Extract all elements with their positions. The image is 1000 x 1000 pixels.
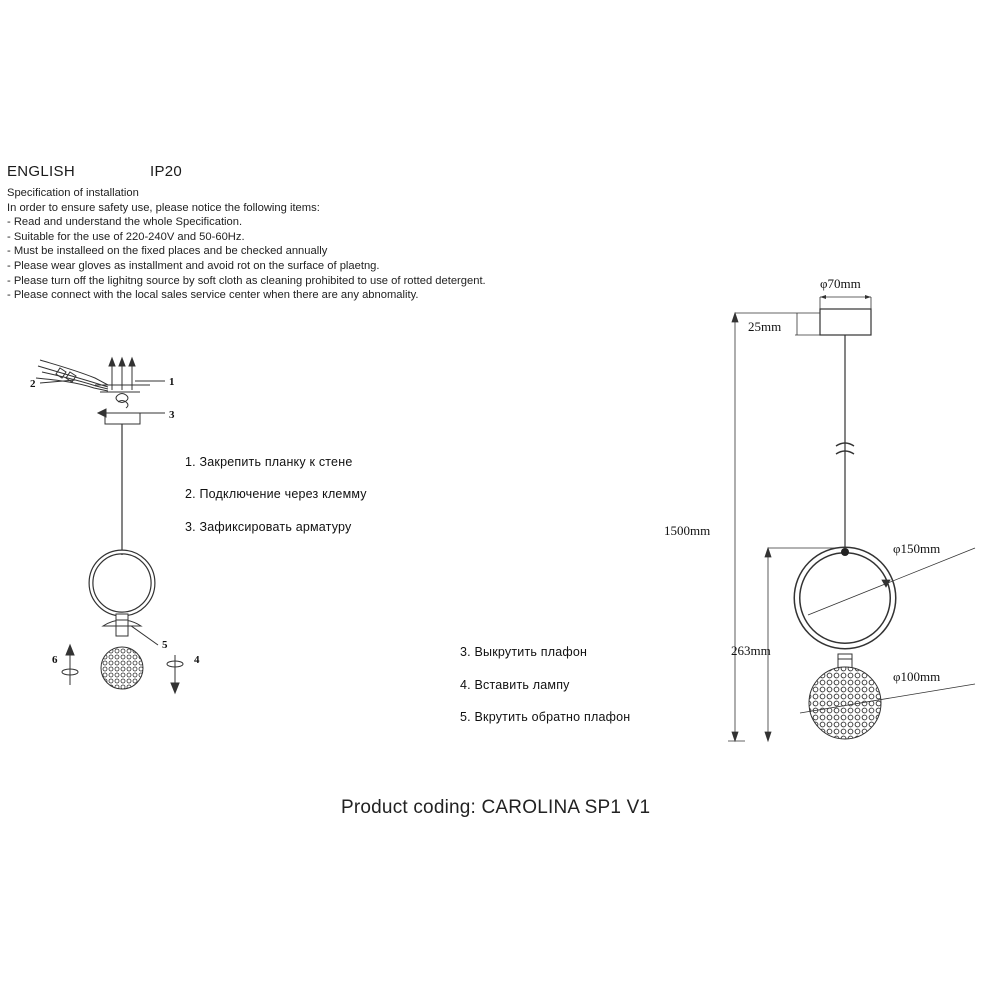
callout-5: 5 — [162, 639, 168, 651]
glass-shade — [100, 646, 144, 690]
lamp-step-5: 5. Вкрутить обратно плафон — [460, 710, 631, 724]
callout-4: 4 — [194, 654, 200, 666]
callout-3: 3 — [169, 409, 175, 421]
lamp-step-4: 4. Вставить лампу — [460, 678, 570, 692]
canopy-height-dimension — [734, 312, 820, 741]
ring-diameter-label: φ150mm — [893, 541, 940, 556]
callout-2: 2 — [30, 378, 36, 390]
canopy-height-label: 25mm — [748, 319, 781, 334]
installation-diagram: 2 1 3 5 6 4 — [30, 356, 200, 695]
product-coding: Product coding: CAROLINA SP1 V1 — [341, 797, 651, 818]
shade-diameter-label: φ100mm — [893, 669, 940, 684]
canopy — [819, 295, 872, 336]
spec-line: - Read and understand the whole Specific… — [7, 216, 243, 229]
body-height-dimension — [764, 546, 845, 743]
spec-line: - Suitable for the use of 220-240V and 5… — [7, 230, 245, 243]
language-label: ENGLISH — [7, 163, 75, 180]
lamp-holder — [101, 613, 143, 637]
lamp-holder — [837, 653, 853, 669]
wires — [35, 359, 109, 392]
total-length-label: 1500mm — [664, 523, 710, 538]
cable-break-mark — [835, 442, 855, 455]
callout-1: 1 — [169, 376, 175, 388]
ring — [88, 549, 156, 617]
specification-block: Specification of installation In order t… — [7, 186, 486, 303]
rotate-arrows — [61, 643, 184, 695]
spec-line: - Must be installeed on the fixed places… — [7, 245, 328, 258]
ring — [793, 546, 897, 650]
total-length-ticks — [728, 311, 745, 743]
spec-line: In order to ensure safety use, please no… — [7, 201, 320, 214]
lamp-step-3: 3. Выкрутить плафон — [460, 645, 588, 659]
ring-joint — [841, 548, 849, 556]
mounting-bracket — [95, 356, 150, 425]
dimension-drawing: φ70mm 25mm 1500mm 263mm φ150mm φ1 — [664, 276, 976, 743]
body-height-label: 263mm — [731, 643, 771, 658]
install-step-2: 2. Подключение через клемму — [185, 487, 367, 501]
ip-rating-label: IP20 — [150, 163, 183, 180]
install-step-3: 3. Зафиксировать арматуру — [185, 520, 352, 534]
callout-6: 6 — [52, 654, 58, 666]
shade-diameter-dimension — [799, 683, 976, 714]
spec-line: - Please wear gloves as installment and … — [7, 259, 380, 272]
install-step-1: 1. Закрепить планку к стене — [185, 455, 353, 469]
glass-shade — [808, 666, 882, 740]
spec-line: - Please connect with the local sales se… — [7, 289, 419, 302]
spec-line: - Please turn off the lighitng source by… — [7, 274, 486, 287]
canopy-diameter-label: φ70mm — [820, 276, 861, 291]
ring-diameter-dimension — [807, 547, 976, 616]
spec-line: Specification of installation — [7, 187, 139, 199]
